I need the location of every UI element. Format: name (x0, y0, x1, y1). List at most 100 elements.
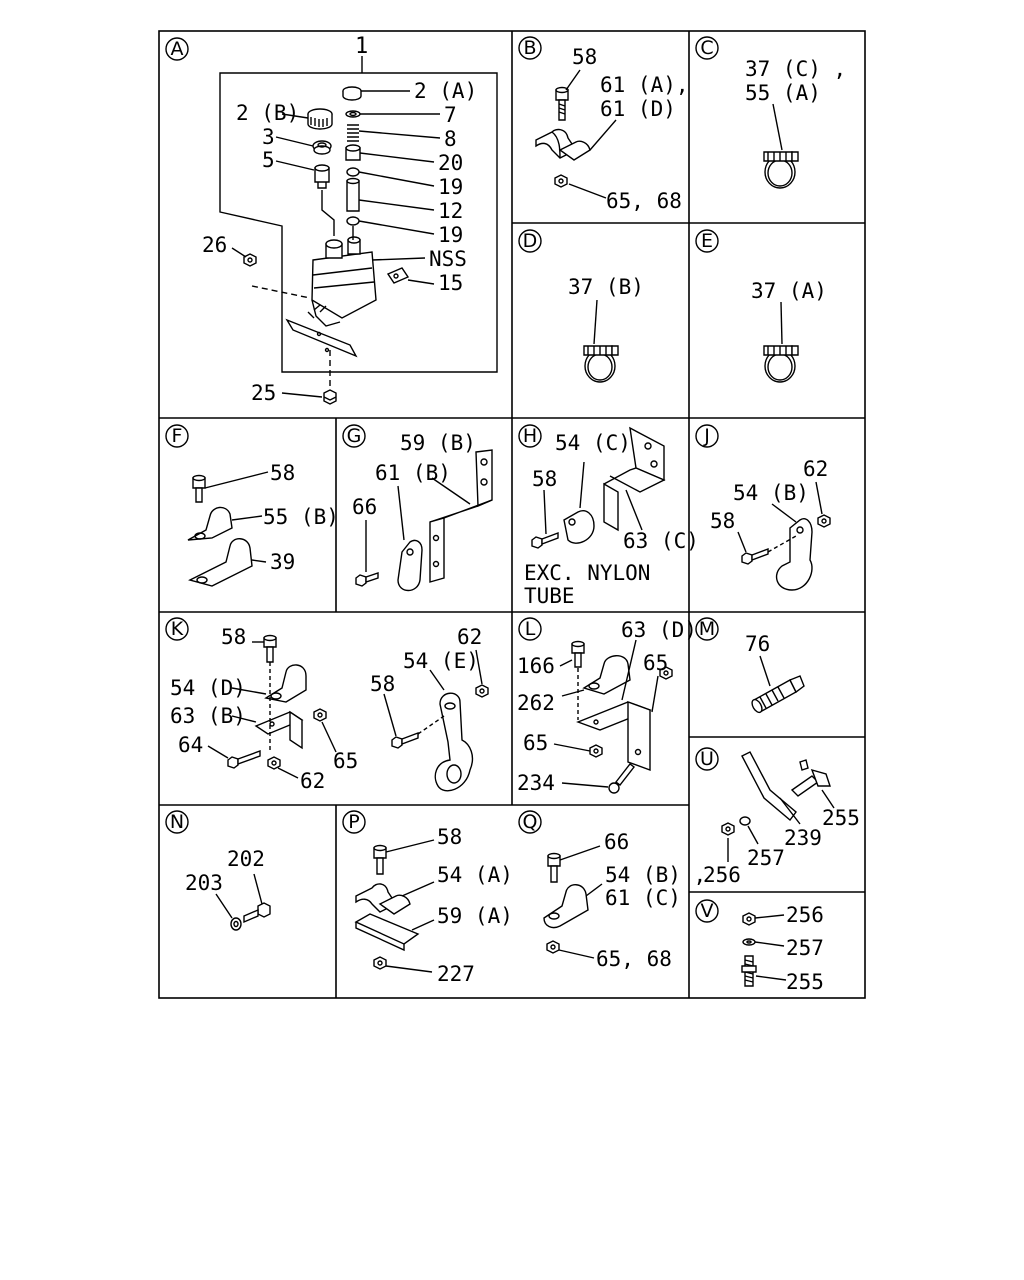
panel-grid (158, 30, 866, 999)
washer-257 (739, 816, 751, 826)
callout-203: 203 (185, 871, 223, 895)
hose-clamp-37c (763, 151, 799, 189)
callout-66: 66 (352, 495, 377, 519)
panel-letter-l: L (518, 617, 542, 641)
callout-61d: 61 (D) (600, 97, 676, 121)
clamp-54b-61c (543, 884, 589, 929)
callout-255: 255 (786, 970, 824, 994)
svg-text:E: E (701, 230, 713, 252)
spring-8 (347, 124, 359, 142)
panel-v: V 256 257 255 (695, 899, 824, 994)
svg-text:D: D (523, 230, 538, 252)
nut-256 (721, 822, 735, 836)
callout-54d: 54 (D) (170, 676, 246, 700)
washer-257 (742, 938, 756, 946)
svg-text:V: V (701, 900, 714, 922)
nut-65-right (659, 666, 673, 680)
bolt-64 (227, 750, 261, 769)
svg-text:Q: Q (523, 811, 538, 833)
seat-20 (345, 144, 361, 161)
plate-59a (354, 913, 420, 952)
panel-g: G 59 (B) 61 (B) 66 (342, 424, 493, 592)
callout-58: 58 (532, 467, 557, 491)
svg-text:M: M (699, 618, 715, 640)
callout-20: 20 (438, 151, 463, 175)
nut-65-left (589, 744, 603, 758)
panel-letter-v: V (695, 899, 719, 923)
bracket-59b (429, 449, 493, 583)
panel-u: U 255 239 257 256 (695, 747, 860, 887)
callout-3: 3 (262, 125, 275, 149)
bolt-234 (608, 763, 635, 794)
panel-m: M 76 (695, 617, 805, 714)
callout-8: 8 (444, 127, 457, 151)
callout-65-68: 65, 68 (596, 947, 672, 971)
clamp-54e (434, 692, 474, 792)
callout-54a: 54 (A) (437, 863, 513, 887)
stud-255 (741, 955, 757, 987)
callout-58: 58 (437, 825, 462, 849)
nut-62 (817, 514, 831, 528)
washer-7 (345, 110, 361, 118)
panel-l: L 63 (D) 166 65 262 (517, 617, 697, 795)
panel-letter-m: M (695, 617, 719, 641)
svg-text:G: G (347, 425, 362, 447)
nut-227 (373, 956, 387, 970)
clamp-262 (582, 655, 631, 695)
fitting-76 (751, 675, 805, 714)
callout-55a: 55 (A) (745, 81, 821, 105)
callout-257: 257 (786, 936, 824, 960)
callout-202: 202 (227, 847, 265, 871)
callout-37c: 37 (C) , (745, 57, 846, 81)
svg-text:J: J (703, 425, 710, 447)
callout-65: 65 (523, 731, 548, 755)
panel-letter-k: K (165, 617, 189, 641)
nut-65-68 (546, 940, 560, 954)
clamp-54a (355, 883, 411, 915)
callout-61a: 61 (A), (600, 73, 689, 97)
callout-257: 257 (747, 846, 785, 870)
callout-2a: 2 (A) (414, 79, 477, 103)
panel-letter-j: J (695, 424, 719, 448)
callout-62-right: 62 (457, 625, 482, 649)
bolt-202 (243, 902, 271, 924)
panel-letter-b: B (518, 36, 542, 60)
bolt-166 (571, 640, 585, 668)
svg-text:L: L (525, 618, 536, 640)
callout-58: 58 (270, 461, 295, 485)
pipe-12 (346, 177, 360, 212)
callout-61b: 61 (B) (375, 461, 451, 485)
bracket-63b (254, 710, 304, 750)
callout-19-top: 19 (438, 175, 463, 199)
bolt-58 (531, 531, 559, 549)
callout-59b: 59 (B) (400, 431, 476, 455)
callout-54e: 54 (E) (403, 649, 479, 673)
svg-text:U: U (700, 748, 714, 770)
callout-256: 256 (786, 903, 824, 927)
nut-62-right (475, 684, 489, 698)
nut-65 (554, 174, 568, 188)
svg-text:B: B (523, 37, 536, 59)
svg-text:F: F (172, 425, 183, 447)
callout-54b: 54 (B) , (605, 863, 706, 887)
panel-letter-q: Q (518, 810, 542, 834)
clamp-39 (188, 538, 253, 587)
callout-37b: 37 (B) (568, 275, 644, 299)
callout-62: 62 (803, 457, 828, 481)
panel-letter-c: C (695, 36, 719, 60)
fitting-5 (314, 164, 330, 189)
panel-letter-u: U (695, 747, 719, 771)
callout-262: 262 (517, 691, 555, 715)
callout-65: 65 (333, 749, 358, 773)
svg-text:C: C (700, 37, 713, 59)
callout-65-top: 65 (643, 651, 668, 675)
callout-76: 76 (745, 632, 770, 656)
clamp-61 (535, 128, 591, 161)
callout-255: 255 (822, 806, 860, 830)
bracket-239 (741, 751, 797, 822)
bolt-66 (547, 852, 561, 883)
svg-text:A: A (171, 38, 184, 60)
callout-234: 234 (517, 771, 555, 795)
panel-letter-e: E (695, 229, 719, 253)
